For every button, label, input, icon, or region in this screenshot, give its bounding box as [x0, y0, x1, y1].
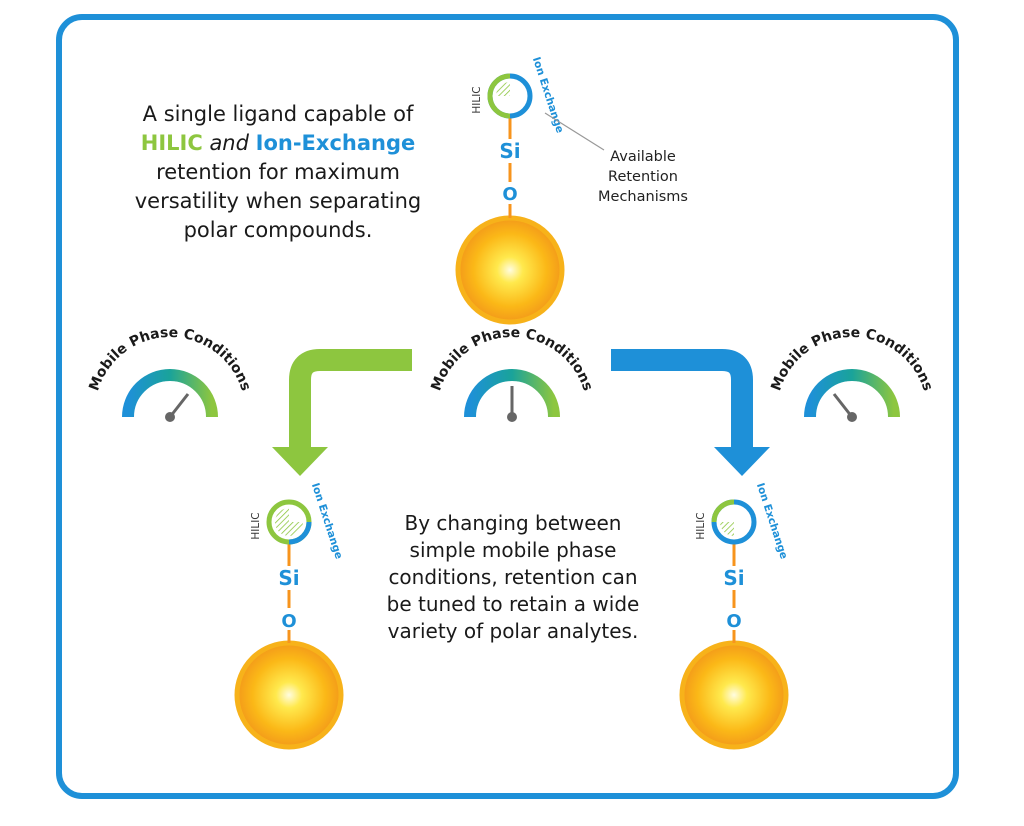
ion-label-left: Ion Exchange — [309, 482, 345, 561]
bottom-right-ligand: Si O HILIC Ion Exchange — [679, 482, 790, 750]
bottom-line-3: conditions, retention can — [388, 565, 638, 589]
arrow-right-blue — [611, 349, 753, 447]
arrow-left-head — [272, 447, 328, 476]
si-atom-left: Si — [278, 566, 299, 590]
si-atom-top: Si — [499, 139, 520, 163]
hilic-label-left: HILIC — [250, 512, 262, 539]
mechanism-label-line-1: Available — [610, 149, 676, 165]
gauge-right: Mobile Phase Conditions — [768, 325, 936, 422]
hilic-site-right — [720, 522, 734, 536]
gauge-label-center: Mobile Phase Conditions — [428, 325, 595, 393]
mechanism-pointer — [544, 112, 605, 151]
intro-and: and — [209, 131, 249, 155]
silica-particle-left — [234, 640, 344, 750]
intro-line-1: A single ligand capable of — [142, 102, 414, 126]
o-atom-right: O — [726, 611, 741, 632]
si-atom-right: Si — [723, 566, 744, 590]
gauge-label-left: Mobile Phase Conditions — [86, 325, 253, 393]
gauge-dial-right — [804, 369, 900, 418]
gauge-left: Mobile Phase Conditions — [86, 325, 254, 422]
o-atom-left: O — [281, 611, 296, 632]
hilic-label-top: HILIC — [471, 86, 483, 113]
mechanism-label-line-2: Retention — [608, 169, 678, 185]
intro-line-5: polar compounds. — [183, 218, 373, 242]
intro-line-2: HILIC and Ion-Exchange — [128, 129, 428, 158]
bottom-line-5: variety of polar analytes. — [387, 619, 639, 643]
bottom-left-ligand: Si O HILIC Ion Exchange — [234, 482, 345, 750]
bottom-description: By changing between simple mobile phase … — [378, 510, 648, 645]
bottom-line-1: By changing between — [404, 511, 622, 535]
intro-line-3: retention for maximum — [156, 160, 400, 184]
hilic-site-left — [275, 508, 303, 536]
gauge-dial-center — [464, 369, 560, 418]
hilic-label-right: HILIC — [695, 512, 707, 539]
ion-label-right: Ion Exchange — [754, 482, 790, 561]
gauge-center: Mobile Phase Conditions — [428, 325, 596, 422]
bottom-line-2: simple mobile phase — [409, 538, 617, 562]
silica-particle-right — [679, 640, 789, 750]
gauge-dial-left — [122, 369, 218, 418]
intro-text: A single ligand capable of HILIC and Ion… — [128, 100, 428, 245]
intro-line-4: versatility when separating — [134, 189, 422, 213]
intro-ion-exchange: Ion-Exchange — [255, 131, 416, 155]
mechanism-label-line-3: Mechanisms — [598, 189, 688, 205]
arrow-right-head — [714, 447, 770, 476]
intro-hilic: HILIC — [140, 131, 203, 155]
mechanism-label: Available Retention Mechanisms — [578, 147, 708, 207]
gauge-label-right: Mobile Phase Conditions — [768, 325, 935, 393]
silica-particle-top — [455, 215, 565, 325]
bottom-line-4: be tuned to retain a wide — [386, 592, 640, 616]
hilic-site-top — [496, 82, 510, 96]
arrow-left-green — [289, 349, 412, 447]
o-atom-top: O — [502, 184, 517, 205]
